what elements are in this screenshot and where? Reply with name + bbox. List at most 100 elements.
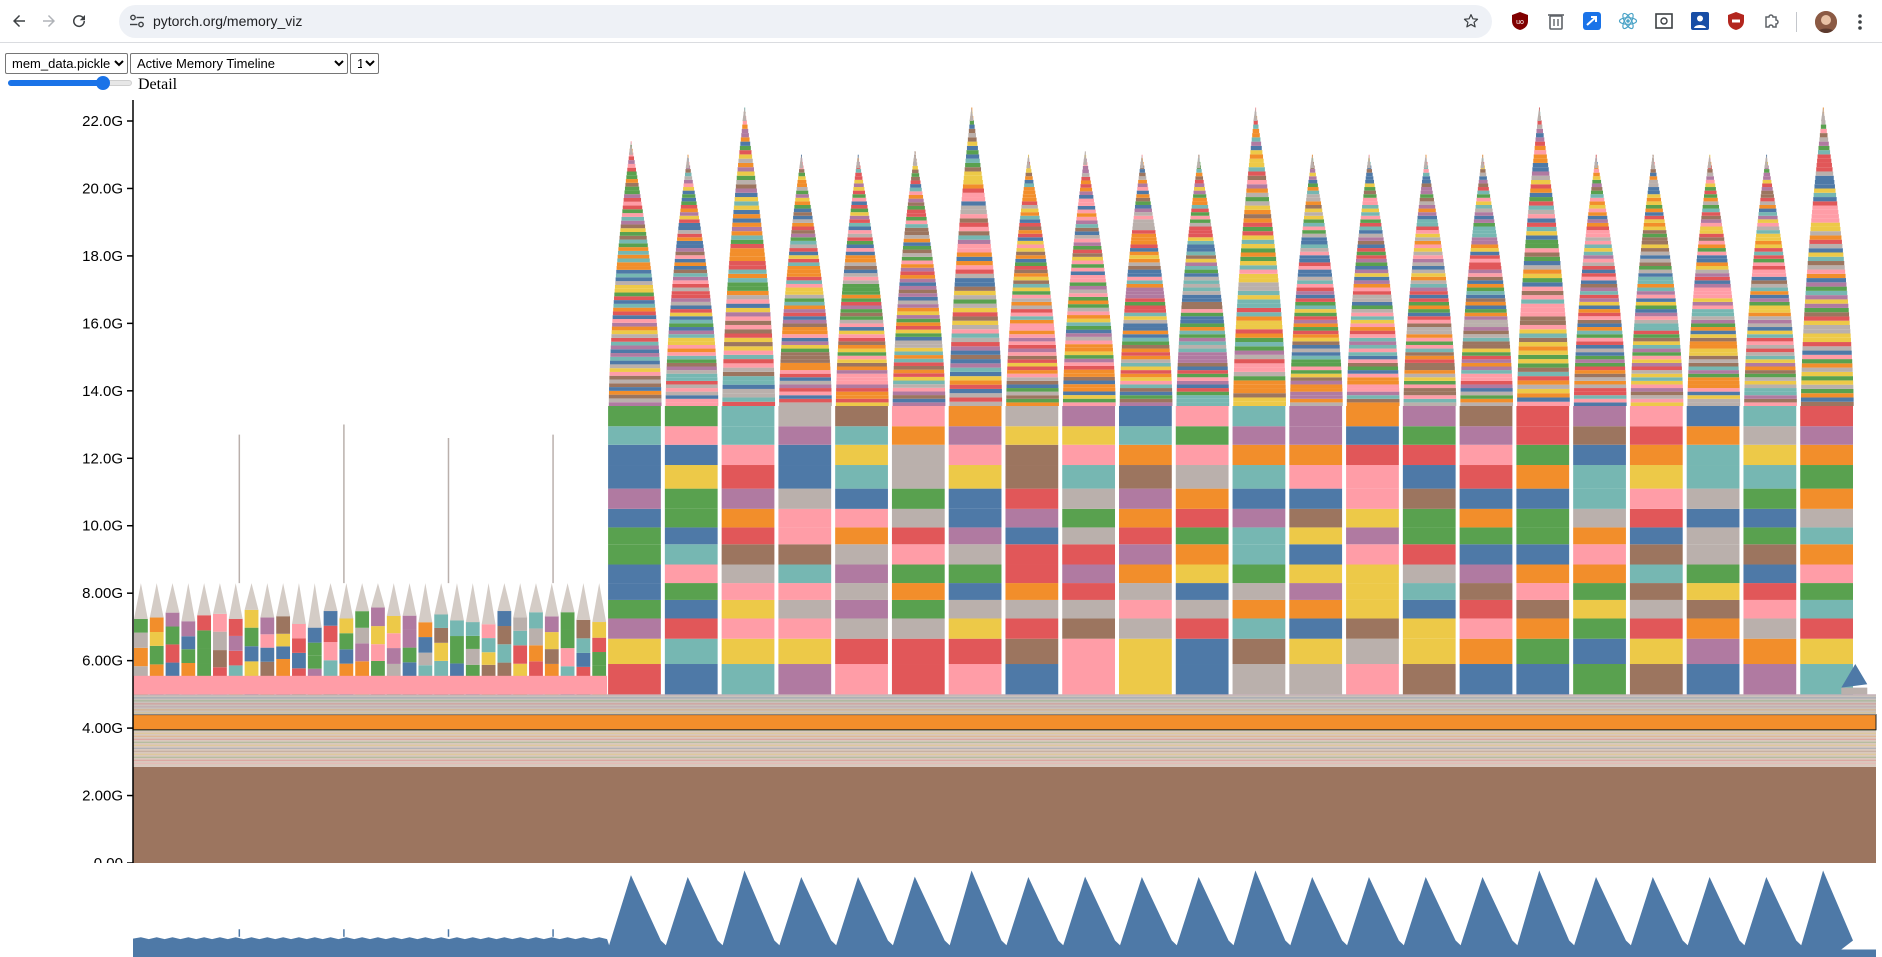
peak-sliver — [838, 341, 886, 345]
peak-sliver — [610, 356, 660, 361]
shield-extension[interactable] — [1726, 11, 1746, 31]
peak-sliver — [619, 235, 647, 240]
peak-block — [1005, 508, 1059, 528]
ublock-extension[interactable]: uo — [1510, 11, 1530, 31]
screenshot-extension[interactable] — [1654, 11, 1674, 31]
peak-sliver — [1018, 230, 1042, 234]
peak-sliver — [1800, 401, 1854, 406]
peak-sliver — [667, 352, 716, 356]
peak-sliver — [1079, 195, 1094, 199]
peak-sliver — [1522, 286, 1563, 291]
peak-sliver — [723, 350, 774, 355]
peak-sliver — [624, 190, 640, 195]
peak-sliver — [853, 183, 864, 188]
peak-sliver — [667, 348, 716, 353]
peak-sliver — [1529, 197, 1553, 202]
forward-button[interactable] — [37, 9, 61, 33]
phase1-block — [181, 621, 196, 637]
phase1-cap — [260, 583, 275, 618]
back-button[interactable] — [7, 9, 31, 33]
file-select[interactable]: mem_data.pickle — [5, 53, 128, 74]
peak-sliver — [1237, 290, 1280, 296]
peak-block — [1516, 664, 1570, 695]
peak-sliver — [838, 344, 886, 349]
peak-sliver — [1691, 316, 1735, 320]
peak-sliver — [1068, 293, 1108, 297]
peak-sliver — [912, 169, 919, 174]
phase1-block — [213, 613, 227, 632]
peak-sliver — [1806, 273, 1846, 279]
arrow-extension[interactable] — [1582, 11, 1602, 31]
url-text[interactable]: pytorch.org/memory_viz — [153, 13, 303, 29]
peak-sliver — [1802, 350, 1852, 355]
profile-avatar[interactable] — [1815, 11, 1837, 33]
trash-extension[interactable] — [1546, 11, 1566, 31]
peak-sliver — [902, 245, 932, 250]
extensions-menu[interactable] — [1762, 11, 1782, 31]
peak-sliver — [1470, 251, 1500, 256]
peak-sliver — [836, 373, 888, 378]
detail-slider[interactable] — [6, 76, 134, 90]
peak-sliver — [1637, 283, 1674, 288]
peak-sliver — [1015, 255, 1046, 259]
slider-thumb[interactable] — [96, 76, 110, 90]
phase1-block — [592, 652, 607, 666]
peak-block — [1232, 508, 1286, 528]
phase1-block — [197, 615, 212, 631]
phase1-block — [244, 646, 259, 662]
peak-sliver — [1186, 255, 1216, 259]
peak-sliver — [852, 194, 866, 198]
view-select[interactable]: Active Memory Timeline — [130, 53, 348, 74]
peak-block — [778, 564, 832, 584]
peak-sliver — [1581, 273, 1616, 277]
peak-block — [1573, 583, 1626, 600]
phase1-cap — [228, 583, 243, 619]
peak-block — [948, 664, 1002, 695]
peak-sliver — [667, 355, 717, 360]
peak-sliver — [845, 258, 876, 263]
peak-sliver — [666, 377, 718, 381]
peak-sliver — [1191, 208, 1209, 213]
phase1-block — [260, 617, 275, 635]
overview-minimap[interactable] — [0, 866, 1882, 957]
peak-block — [1629, 405, 1683, 427]
peak-sliver — [1528, 205, 1554, 210]
bookmark-star-icon[interactable] — [1462, 12, 1480, 30]
peak-sliver — [896, 318, 941, 323]
rank-select[interactable]: 1 — [350, 53, 379, 74]
peak-block — [1005, 527, 1059, 545]
chart-plot-area[interactable] — [132, 107, 1877, 863]
phase1-block — [371, 626, 385, 645]
phase1-block — [465, 635, 480, 649]
peak-sliver — [1066, 325, 1112, 330]
peak-block — [608, 527, 661, 545]
peak-sliver — [1819, 133, 1828, 138]
peak-sliver — [724, 324, 772, 330]
peak-sliver — [1579, 294, 1619, 299]
browser-menu-icon[interactable] — [1852, 11, 1868, 33]
profile-extension[interactable] — [1690, 11, 1710, 31]
phase1-cap — [402, 583, 417, 616]
minimap-area[interactable] — [133, 870, 1876, 957]
peak-block — [778, 426, 832, 445]
peak-block — [1629, 465, 1683, 489]
peak-sliver — [736, 175, 756, 180]
peak-sliver — [620, 228, 646, 233]
reload-button[interactable] — [67, 9, 91, 33]
peak-sliver — [1801, 384, 1854, 389]
peak-sliver — [1421, 187, 1433, 191]
phase1-block — [386, 633, 401, 649]
react-extension[interactable] — [1618, 11, 1638, 31]
address-bar[interactable]: pytorch.org/memory_viz — [119, 5, 1492, 38]
peak-sliver — [1417, 212, 1437, 216]
base-layer-stripe — [133, 738, 1876, 740]
phase1-block — [402, 662, 417, 680]
peak-sliver — [1801, 363, 1853, 368]
peak-sliver — [1583, 255, 1614, 259]
site-info-icon[interactable] — [129, 13, 145, 29]
base-layer-stripe — [133, 753, 1876, 755]
peak-block — [1686, 544, 1740, 565]
memory-timeline-chart[interactable]: 0.002.00G4.00G6.00G8.00G10.0G12.0G14.0G1… — [0, 100, 1882, 863]
peak-sliver — [1701, 215, 1721, 220]
peak-sliver — [1348, 344, 1397, 349]
